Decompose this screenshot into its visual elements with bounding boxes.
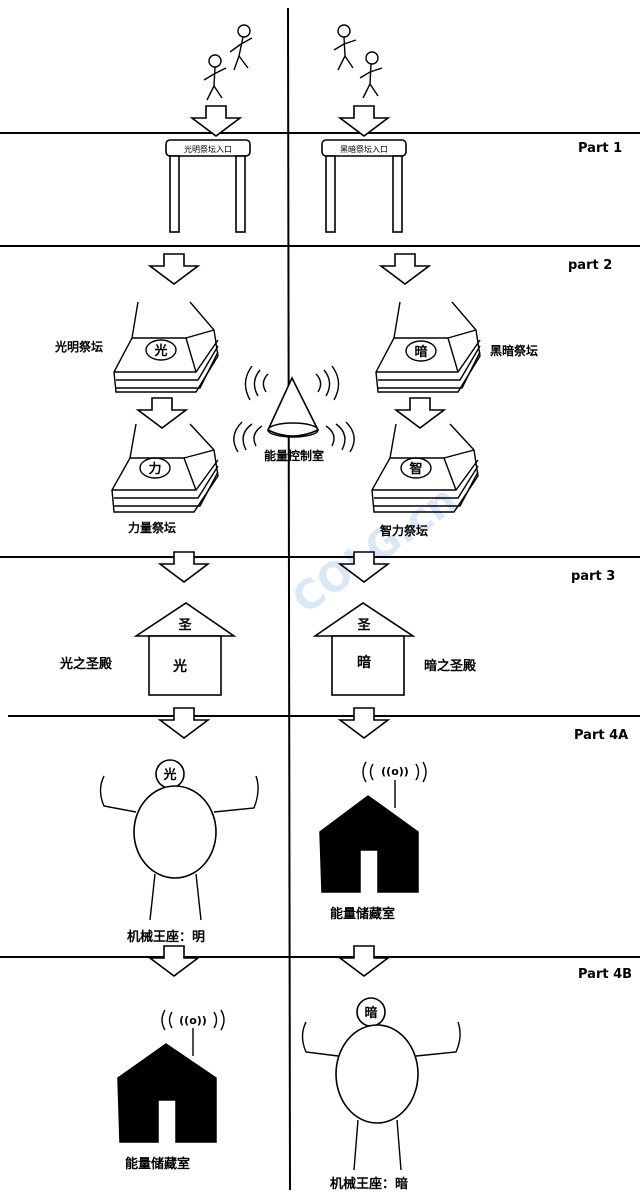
svg-text:智: 智 (409, 461, 422, 477)
dark-altar: 暗 (375, 301, 481, 393)
arrow-down-icon (380, 253, 430, 285)
part-4b-label: Part 4B (578, 967, 632, 982)
dark-temple: 圣 暗 (312, 602, 416, 696)
throne-dark-label: 机械王座：暗 (330, 1176, 408, 1192)
light-temple: 圣 光 (133, 602, 237, 696)
center-divider (287, 7, 291, 1191)
svg-text:光: 光 (172, 658, 187, 675)
svg-text:光: 光 (153, 343, 167, 359)
part-3-label: part 3 (571, 569, 615, 584)
arrow-down-icon (339, 945, 389, 977)
wisdom-altar: 智 (371, 423, 479, 513)
throne-light-label: 机械王座：明 (127, 929, 205, 945)
left-altar-gate: 光明祭坛入口 (165, 139, 251, 233)
part-2-label: part 2 (568, 258, 612, 273)
dark-altar-label: 黑暗祭坛 (490, 343, 538, 358)
left-stick-figures (203, 24, 253, 101)
svg-text:暗: 暗 (364, 1005, 377, 1021)
arrow-down-icon (137, 397, 187, 429)
arrow-down-icon (149, 253, 199, 285)
light-temple-label: 光之圣殿 (59, 656, 113, 672)
svg-text:光明祭坛入口: 光明祭坛入口 (184, 144, 232, 154)
svg-text:圣: 圣 (357, 618, 371, 633)
arrow-down-icon (149, 945, 199, 977)
arrow-down-icon (339, 707, 389, 739)
svg-text:COLG.cn: COLG.cn (284, 477, 465, 623)
svg-text:光: 光 (162, 767, 176, 783)
svg-text:((o)): ((o)) (381, 765, 409, 778)
energy-storage-4b: ((o)) (117, 1009, 225, 1143)
svg-text:圣: 圣 (178, 618, 192, 633)
part-1-label: Part 1 (578, 141, 622, 156)
power-altar-label: 力量祭坛 (128, 520, 176, 535)
svg-text:黑暗祭坛入口: 黑暗祭坛入口 (340, 144, 388, 154)
watermark: COLG.cn (284, 477, 465, 623)
light-altar: 光 (113, 301, 219, 393)
energy-storage-4a: ((o)) (319, 761, 427, 893)
control-room-label: 能量控制室 (264, 448, 324, 463)
right-stick-figures (333, 24, 383, 99)
arrow-down-icon (395, 397, 445, 429)
storage-4a-label: 能量储藏室 (330, 906, 395, 922)
energy-control-room (233, 365, 355, 453)
svg-text:暗: 暗 (414, 344, 427, 360)
right-altar-gate: 黑暗祭坛入口 (321, 139, 407, 233)
dark-temple-label: 暗之圣殿 (424, 658, 477, 674)
arrow-down-icon (191, 105, 241, 137)
svg-text:((o)): ((o)) (179, 1014, 207, 1027)
arrow-down-icon (339, 105, 389, 137)
mechanical-throne-dark: 暗 (301, 997, 461, 1171)
svg-text:暗: 暗 (357, 654, 371, 671)
power-altar: 力 (111, 423, 219, 513)
arrow-down-icon (159, 707, 209, 739)
svg-text:力: 力 (148, 461, 161, 477)
wisdom-altar-label: 智力祭坛 (379, 523, 428, 538)
light-altar-label: 光明祭坛 (54, 339, 103, 354)
mechanical-throne-light: 光 (99, 759, 259, 921)
storage-4b-label: 能量储藏室 (125, 1156, 190, 1172)
part-4a-label: Part 4A (574, 728, 628, 743)
